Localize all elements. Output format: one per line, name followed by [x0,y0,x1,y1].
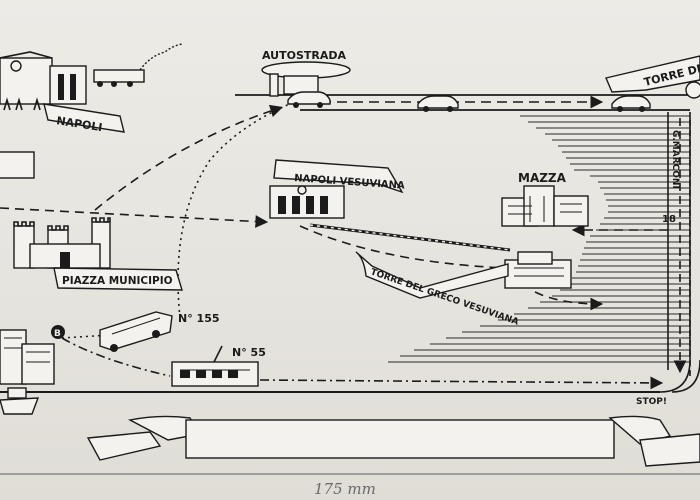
label-autostrada: AUTOSTRADA [262,49,347,62]
label-tram-55: N° 55 [232,346,266,359]
tram-55-icon: N° 55 [171,345,266,387]
railway-track [309,223,511,252]
bottom-left-buildings: B [0,325,65,385]
torre-greco-banner: TORRE DEL GRECO VESUVIANA [355,251,520,328]
left-edge-box [0,151,35,179]
marconi-road [667,112,691,380]
label-stop: STOP! [636,397,667,407]
label-bus-155: N° 155 [178,312,220,325]
label-ruler: 175 mm [314,480,376,498]
torre-greco-station [504,251,572,289]
routes [0,102,668,390]
label-piazza-municipio: PIAZZA MUNICIPIO [62,275,173,287]
boat-icon [0,387,40,415]
autostrada-tollbooth: AUTOSTRADA [261,49,351,97]
bus-155-icon: N° 155 [99,311,220,352]
label-circle-b: B [54,329,61,339]
label-g-marconi: G.MARCONI [670,130,680,189]
napoli-banner: NAPOLI [43,103,125,134]
mazza-building: MAZZA [501,171,589,227]
castle-icon [13,217,111,269]
cars [287,91,651,112]
torre-banner: TORRE DE [605,55,700,99]
sea-hatching [388,115,690,363]
steam-train-icon [93,43,183,87]
empty-scroll-banner [86,415,700,467]
napoli-vesuviana-station: NAPOLI VESUVIANA [269,159,405,219]
label-mazza: MAZZA [518,171,567,185]
ruler-annotation: 175 mm [0,473,700,498]
napoli-station-building [0,51,87,111]
piazza-municipio-banner: PIAZZA MUNICIPIO [53,267,183,291]
label-km-18: 18 [662,214,676,225]
